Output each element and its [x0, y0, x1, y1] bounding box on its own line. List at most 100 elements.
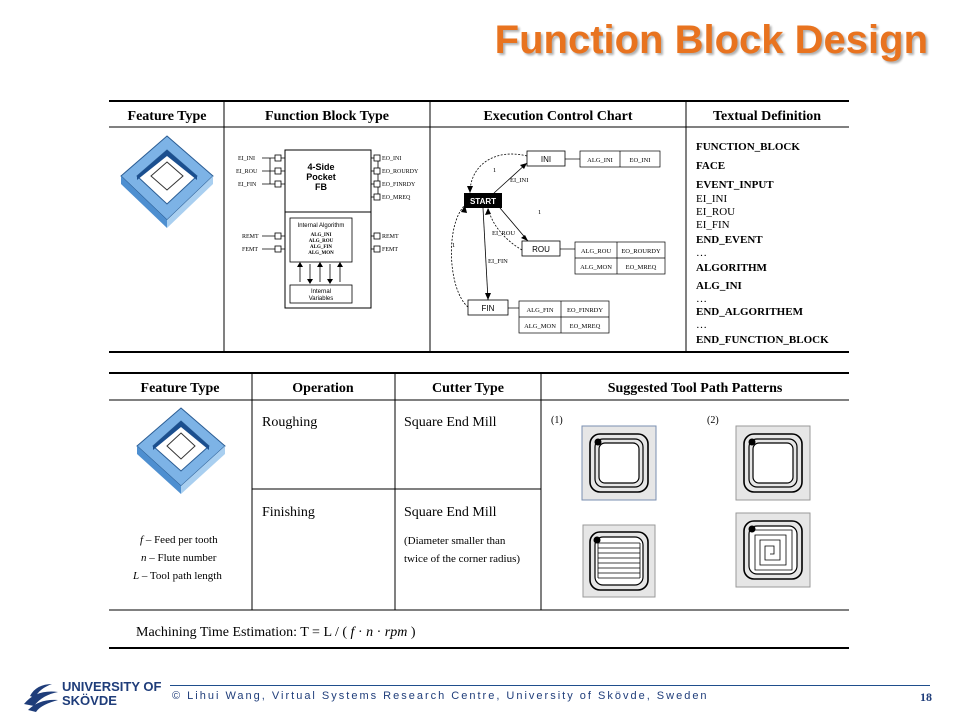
- legend-flute-symbol: n: [141, 552, 147, 564]
- fb-internal-vars-1: Internal: [311, 289, 331, 295]
- legend-length-symbol: L: [132, 570, 139, 582]
- textual-line: EI_ROU: [696, 206, 735, 218]
- operation-finishing: Finishing: [262, 505, 315, 520]
- tool-path-pattern-1-finishing: [582, 524, 656, 598]
- tool-path-pattern-2-roughing: [735, 425, 811, 501]
- fb-alg-fin: ALG_FIN: [310, 245, 332, 250]
- t2-header-feature-type: Feature Type: [141, 381, 220, 396]
- ecc-state-rou: ROU: [532, 245, 550, 254]
- ecc-fin-alg-mon: ALG_MON: [524, 323, 556, 330]
- legend-feed: f – Feed per tooth: [140, 534, 218, 546]
- textual-line: ALGORITHM: [696, 262, 768, 274]
- fb-input-femt: FEMT: [242, 247, 258, 253]
- textual-line: END_EVENT: [696, 234, 763, 246]
- fb-internal-vars-2: Variables: [309, 296, 334, 302]
- ecc-start: START: [470, 197, 496, 206]
- ecc-rou-eo-mreq: EO_MREQ: [626, 264, 657, 271]
- fb-output-eo-finrdy: EO_FINRDY: [382, 182, 416, 188]
- tool-path-pattern-1-roughing: [581, 425, 657, 501]
- ecc-transition-ei-rou: EI_ROU: [492, 230, 515, 237]
- ecc-transition-ei-fin: EI_FIN: [488, 258, 508, 265]
- pocket-feature-image-2: [136, 407, 226, 494]
- execution-control-chart: START INI ROU FIN ALG_INI EO_INI ALG_ROU: [451, 150, 666, 334]
- formula-dot-2: ·: [373, 625, 385, 640]
- university-logo[interactable]: UNIVERSITY OF SKÖVDE: [22, 680, 172, 716]
- cutter-note-1: (Diameter smaller than: [404, 535, 506, 547]
- university-logo-icon: [24, 684, 58, 712]
- textual-line: FUNCTION_BLOCK: [696, 141, 800, 153]
- formula-n: n: [366, 625, 373, 640]
- fb-alg-rou: ALG_ROU: [309, 239, 334, 244]
- legend: f – Feed per tooth n – Flute number L – …: [132, 534, 222, 582]
- operation-roughing: Roughing: [262, 415, 317, 430]
- fb-output-femt: FEMT: [382, 247, 398, 253]
- slide-content: Feature Type Function Block Type Executi…: [109, 100, 849, 649]
- t2-header-operation: Operation: [292, 381, 354, 396]
- legend-flute: n – Flute number: [141, 552, 217, 564]
- fb-input-remt: REMT: [242, 234, 259, 240]
- table-tool-path: Feature Type Operation Cutter Type Sugge…: [109, 372, 849, 649]
- ecc-transition-ei-ini: EI_INI: [510, 177, 528, 184]
- fb-alg-ini: ALG_INI: [311, 233, 332, 238]
- fb-name-1: 4-Side: [307, 162, 334, 172]
- formula-dot-1: ·: [354, 625, 366, 640]
- fb-input-ei-fin: EI_FIN: [238, 182, 257, 188]
- ecc-rou-eo: EO_ROURDY: [621, 248, 661, 255]
- ecc-fin-eo: EO_FINRDY: [567, 307, 603, 314]
- formula-f: f: [351, 625, 357, 640]
- ecc-ini-eo: EO_INI: [630, 157, 651, 164]
- ecc-state-fin: FIN: [482, 304, 495, 313]
- cutter-roughing: Square End Mill: [404, 415, 497, 430]
- fb-internal-title: Internal Algorithm: [298, 223, 345, 229]
- pattern-label-2: (2): [707, 415, 719, 426]
- textual-line: EVENT_INPUT: [696, 179, 774, 191]
- t2-header-tool-path: Suggested Tool Path Patterns: [608, 381, 783, 396]
- ecc-rou-alg: ALG_ROU: [581, 248, 612, 255]
- textual-definition: FUNCTION_BLOCK FACE EVENT_INPUT EI_INIEI_RO…: [696, 141, 829, 346]
- formula-suffix: ): [407, 625, 416, 640]
- formula-prefix: Machining Time Estimation: T = L / (: [136, 625, 351, 640]
- fb-output-eo-mreq: EO_MREQ: [382, 195, 411, 201]
- ecc-fin-alg: ALG_FIN: [526, 307, 553, 314]
- ecc-one-3: 1: [452, 242, 455, 249]
- footer-credit: © Lihui Wang, Virtual Systems Research C…: [172, 690, 709, 702]
- tool-path-pattern-2-finishing: [735, 512, 811, 588]
- university-name-2: SKÖVDE: [62, 693, 117, 708]
- textual-line: ALG_INI: [696, 280, 742, 292]
- textual-line: EI_INI: [696, 193, 727, 205]
- fb-input-ei-rou: EI_ROU: [236, 169, 258, 175]
- legend-feed-desc: – Feed per tooth: [143, 534, 218, 546]
- machining-time-formula: Machining Time Estimation: T = L / ( f ·…: [136, 625, 416, 640]
- ecc-ini-alg: ALG_INI: [587, 157, 613, 164]
- textual-line: FACE: [696, 160, 725, 172]
- ecc-one-1: 1: [493, 167, 496, 174]
- legend-feed-symbol: f: [140, 534, 145, 546]
- page-title: Function Block Design: [494, 18, 928, 62]
- legend-length-desc: – Tool path length: [139, 570, 222, 582]
- page-number: 18: [920, 690, 932, 704]
- fb-name-3: FB: [315, 182, 327, 192]
- university-name-1: UNIVERSITY OF: [62, 679, 162, 694]
- legend-flute-desc: – Flute number: [147, 552, 217, 564]
- ecc-one-2: 1: [538, 209, 541, 216]
- cutter-note-2: twice of the corner radius): [404, 553, 520, 565]
- fb-input-ei-ini: EI_INI: [238, 156, 255, 162]
- footer-divider: [170, 685, 930, 686]
- t1-header-textual: Textual Definition: [713, 109, 821, 124]
- t1-header-feature-type: Feature Type: [128, 109, 207, 124]
- table-function-block: Feature Type Function Block Type Executi…: [109, 100, 849, 353]
- textual-line: END_ALGORITHEM: [696, 306, 804, 318]
- textual-line: END_FUNCTION_BLOCK: [696, 334, 829, 346]
- t1-header-ecc: Execution Control Chart: [483, 109, 632, 124]
- pocket-feature-image: [120, 135, 214, 228]
- legend-length: L – Tool path length: [132, 570, 222, 582]
- cutter-finishing: Square End Mill: [404, 505, 497, 520]
- t2-header-cutter-type: Cutter Type: [432, 381, 504, 396]
- formula-rpm: rpm: [385, 625, 408, 640]
- fb-name-2: Pocket: [306, 172, 336, 182]
- ecc-rou-alg-mon: ALG_MON: [580, 264, 612, 271]
- function-block-diagram: 4-Side Pocket FB EI_INI EI_ROU EI_FIN E: [236, 149, 419, 309]
- textual-line: EI_FIN: [696, 219, 730, 231]
- textual-line: …: [696, 293, 707, 305]
- textual-line: …: [696, 247, 707, 259]
